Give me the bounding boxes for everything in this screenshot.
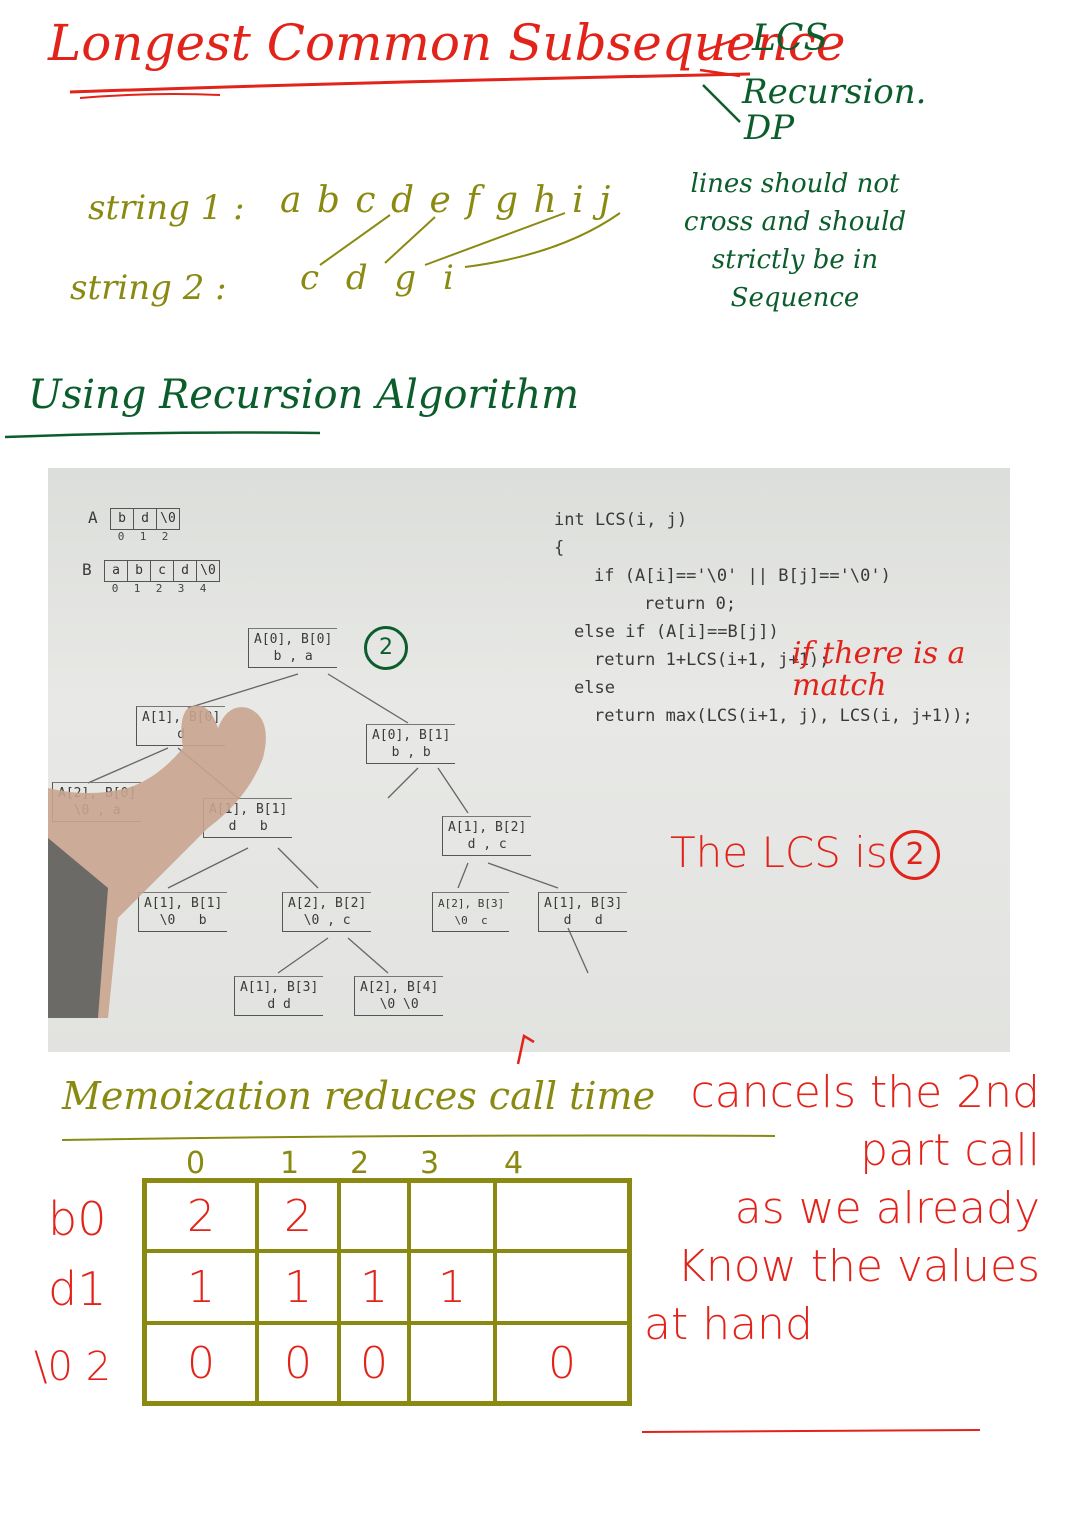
memo-cell: 1 (147, 1253, 259, 1325)
lcs-result-circle: 2 (890, 830, 940, 880)
array-b-cell: \0 (196, 560, 220, 582)
tree-node: A[1], B[3] d d (538, 892, 628, 932)
call-arrow-icon (516, 1034, 535, 1065)
memo-cell (497, 1253, 627, 1325)
array-b: a b c d \0 (104, 560, 220, 582)
recursion-underline (4, 431, 321, 439)
memo-section-title: Memoization reduces call time (62, 1074, 656, 1118)
string-match-arrows (319, 212, 621, 268)
memo-cell: 1 (411, 1253, 497, 1325)
memo-col-header: 3 (420, 1146, 440, 1181)
memo-table: 2 2 1 1 1 1 0 0 0 0 (142, 1178, 632, 1406)
memo-cell: 1 (341, 1253, 411, 1325)
memo-col-header: 4 (504, 1146, 524, 1181)
page-title: Longest Common Subsequence (48, 14, 846, 72)
string1-label: string 1 : (88, 188, 245, 228)
memo-col-header: 0 (186, 1146, 206, 1181)
branch-recursion: Recursion. (742, 72, 927, 112)
string2-label: string 2 : (70, 268, 227, 308)
memo-cell: 0 (259, 1325, 341, 1401)
memo-cell (341, 1183, 411, 1253)
memo-cell: 0 (147, 1325, 259, 1401)
branch-lines (699, 36, 741, 123)
memo-col-header: 1 (280, 1146, 300, 1181)
memo-cell: 0 (548, 1337, 576, 1389)
tree-node: A[2], B[3] \0 c (432, 892, 510, 932)
recursion-section-title: Using Recursion Algorithm (28, 372, 580, 418)
branch-dp: DP (744, 108, 795, 148)
branch-lcs: LCS (752, 18, 829, 59)
memo-col-header: 2 (350, 1146, 370, 1181)
tree-node: A[2], B[2] \0 , c (282, 892, 372, 932)
memo-row-header: \0 2 (34, 1344, 112, 1390)
memo-cell: 1 (259, 1253, 341, 1325)
tree-root-node: A[0], B[0] b , a (248, 628, 338, 668)
memo-cell (411, 1325, 497, 1401)
array-a: b d \0 (110, 508, 180, 530)
array-a-cell: \0 (156, 508, 180, 530)
strings-note: lines should not cross and should strict… (683, 169, 907, 313)
tree-node: A[1], B[3] d d (234, 976, 324, 1016)
memo-cell (497, 1183, 627, 1253)
memo-side-note: cancels the 2nd part call as we already … (644, 1067, 1040, 1350)
array-b-label: B (82, 560, 92, 579)
side-note-underline (641, 1429, 981, 1433)
tree-node: A[0], B[1] b , b (366, 724, 456, 764)
title-underline (69, 72, 751, 99)
hand-image (48, 705, 266, 1018)
tree-node: A[2], B[4] \0 \0 (354, 976, 444, 1016)
memo-row-header: d1 (48, 1262, 107, 1316)
tree-node: A[1], B[1] \0 b (138, 892, 228, 932)
memo-cell: 2 (147, 1183, 259, 1253)
memo-cell: 0 (341, 1325, 411, 1401)
match-annotation: if there is a match (792, 636, 966, 703)
string1-chars: a b c d e f g h i j (280, 180, 613, 221)
lcs-result-text: The LCS is (670, 828, 888, 877)
memo-cell: 2 (259, 1183, 341, 1253)
array-a-label: A (88, 508, 98, 527)
memo-cell (411, 1183, 497, 1253)
tree-node: A[1], B[2] d , c (442, 816, 532, 856)
root-result-circle: 2 (364, 626, 408, 670)
memo-row-header: b0 (48, 1192, 107, 1246)
lcs-code: int LCS(i, j) { if (A[i]=='\0' || B[j]==… (554, 510, 973, 726)
memo-underline (61, 1134, 776, 1141)
